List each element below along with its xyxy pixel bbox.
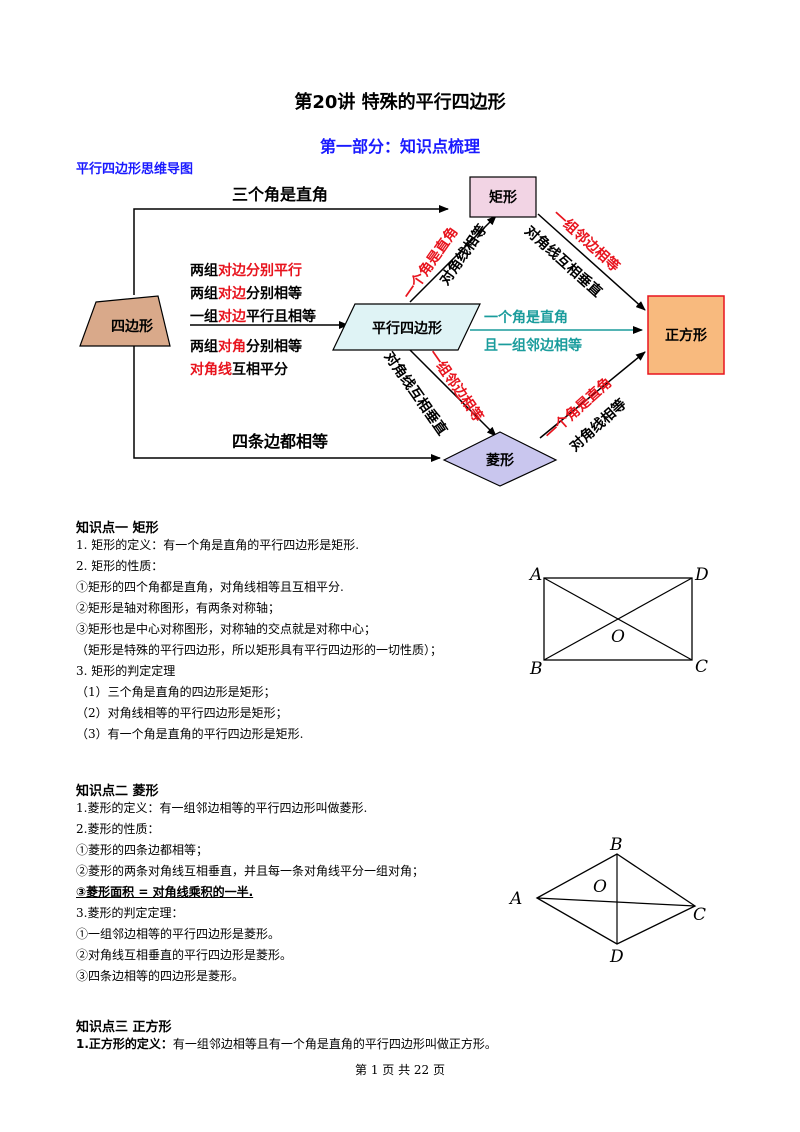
section1-body: 1. 矩形的定义：有一个角是直角的平行四边形是矩形. 2. 矩形的性质： ①矩形…	[76, 535, 442, 745]
section2-line: ②对角线互相垂直的平行四边形是菱形。	[76, 948, 293, 962]
mindmap-diagram: 四边形 平行四边形 矩形 菱形 正方形 三个角是直角 四条边都相等 两组对边分别…	[79, 176, 725, 487]
condition-4: 两组对角分别相等	[190, 338, 302, 355]
section2-line: ①一组邻边相等的平行四边形是菱形。	[76, 927, 281, 941]
section1-heading: 知识点一 矩形	[76, 521, 159, 536]
para-to-rect-arrow	[409, 215, 497, 303]
section1-line: ③矩形也是中心对称图形，对称轴的交点就是对称中心；	[76, 622, 377, 636]
section2-body: 1.菱形的定义：有一组邻边相等的平行四边形叫做菱形. 2.菱形的性质： ①菱形的…	[76, 798, 424, 987]
cond2-a: 两组	[190, 285, 218, 302]
rhombus-figure: A B C D O	[508, 835, 706, 967]
section1-line: ①矩形的四个角都是直角，对角线相等且互相平分.	[76, 580, 344, 594]
section1-line: （3）有一个角是直角的平行四边形是矩形.	[76, 727, 304, 741]
section2-line: 1.菱形的定义：有一组邻边相等的平行四边形叫做菱形.	[76, 801, 368, 815]
section1-line: ②矩形是轴对称图形，有两条对称轴；	[76, 601, 281, 615]
condition-2: 两组对边分别相等	[190, 285, 302, 302]
section1-line: （1）三个角是直角的四边形是矩形；	[76, 685, 276, 699]
rhombus-center-o: O	[593, 877, 607, 897]
cond3-a: 一组	[190, 308, 218, 325]
section3-def-text: 有一组邻边相等且有一个角是直角的平行四边形叫做正方形。	[172, 1037, 497, 1051]
cond4-b: 对角	[218, 338, 246, 355]
section2-line: 3.菱形的判定定理：	[76, 906, 184, 920]
section2-line: ③四条边相等的四边形是菱形。	[76, 969, 245, 983]
page-footer: 第 1 页 共 22 页	[355, 1063, 445, 1077]
bottom-edge-label: 四条边都相等	[232, 432, 328, 451]
mindmap-title: 平行四边形思维导图	[76, 162, 194, 177]
parallelogram-shape	[332, 303, 481, 351]
section2-area-line: ③菱形面积 = 对角线乘积的一半.	[76, 885, 254, 899]
cond5-a: 对角线	[190, 361, 232, 378]
top-connector	[133, 205, 449, 295]
para-to-rhombus-arrow	[409, 349, 497, 437]
cond1-a: 两组	[190, 262, 218, 279]
cond4-a: 两组	[190, 338, 218, 355]
rhombus-shape	[442, 431, 558, 487]
para-square-label-2: 且一组邻边相等	[484, 337, 582, 354]
rect-to-square-arrow	[537, 213, 646, 311]
cond2-c: 分别相等	[246, 285, 302, 302]
cond1-b: 对边分别平行	[218, 262, 302, 279]
section1-line: （矩形是特殊的平行四边形，所以矩形具有平行四边形的一切性质）；	[76, 643, 443, 657]
condition-1: 两组对边分别平行	[190, 262, 302, 279]
cond3-b: 对边	[218, 308, 247, 325]
part-heading: 第一部分：知识点梳理	[319, 137, 480, 156]
top-edge-label: 三个角是直角	[232, 185, 328, 204]
cond5-b: 互相平分	[232, 361, 288, 378]
section1-line: 2. 矩形的性质：	[76, 559, 164, 573]
page-title: 第20讲 特殊的平行四边形	[294, 92, 506, 113]
rhombus-vertex-a: A	[508, 889, 522, 909]
section2-line: ②菱形的两条对角线互相垂直，并且每一条对角线平分一组对角；	[76, 864, 425, 878]
section1-line: （2）对角线相等的平行四边形是矩形；	[76, 706, 288, 720]
cond2-b: 对边	[218, 285, 247, 302]
section2-line: 2.菱形的性质：	[76, 822, 160, 836]
quadrilateral-shape	[79, 295, 171, 347]
section2-line: ①菱形的四条边都相等；	[76, 843, 209, 857]
quadrilateral-label: 四边形	[111, 318, 153, 335]
square-label: 正方形	[665, 327, 707, 344]
rhombus-label: 菱形	[486, 452, 514, 469]
rect-square-black-label: 对角线互相垂直	[521, 222, 605, 300]
condition-3: 一组对边平行且相等	[190, 308, 316, 325]
section1-line: 3. 矩形的判定定理	[76, 664, 176, 678]
rhombus-to-square-arrow	[539, 351, 646, 439]
section3-def-label: 1.正方形的定义：	[76, 1037, 173, 1051]
para-square-label-1: 一个角是直角	[484, 309, 568, 326]
rhombus-vertex-b: B	[609, 835, 623, 855]
rect-center-o: O	[611, 627, 625, 647]
square-box	[647, 295, 725, 375]
rectangle-box	[469, 176, 537, 218]
cond4-c: 分别相等	[246, 338, 302, 355]
section3-heading: 知识点三 正方形	[76, 1020, 172, 1035]
cond3-c: 平行且相等	[246, 308, 316, 325]
rectangle-figure: A D B C O	[528, 565, 709, 679]
rect-vertex-d: D	[694, 565, 709, 585]
condition-5: 对角线互相平分	[190, 361, 288, 378]
parallelogram-label: 平行四边形	[372, 320, 442, 337]
rect-vertex-b: B	[529, 659, 543, 679]
rect-vertex-c: C	[695, 657, 708, 677]
section2-heading: 知识点二 菱形	[76, 784, 159, 799]
rhombus-vertex-c: C	[693, 905, 706, 925]
section1-line: 1. 矩形的定义：有一个角是直角的平行四边形是矩形.	[76, 538, 360, 552]
rect-vertex-a: A	[528, 565, 542, 585]
section3-definition: 1.正方形的定义：有一组邻边相等且有一个角是直角的平行四边形叫做正方形。	[76, 1034, 497, 1055]
rhombus-vertex-d: D	[609, 947, 624, 967]
rectangle-label: 矩形	[489, 189, 517, 206]
bottom-connector	[133, 344, 441, 462]
